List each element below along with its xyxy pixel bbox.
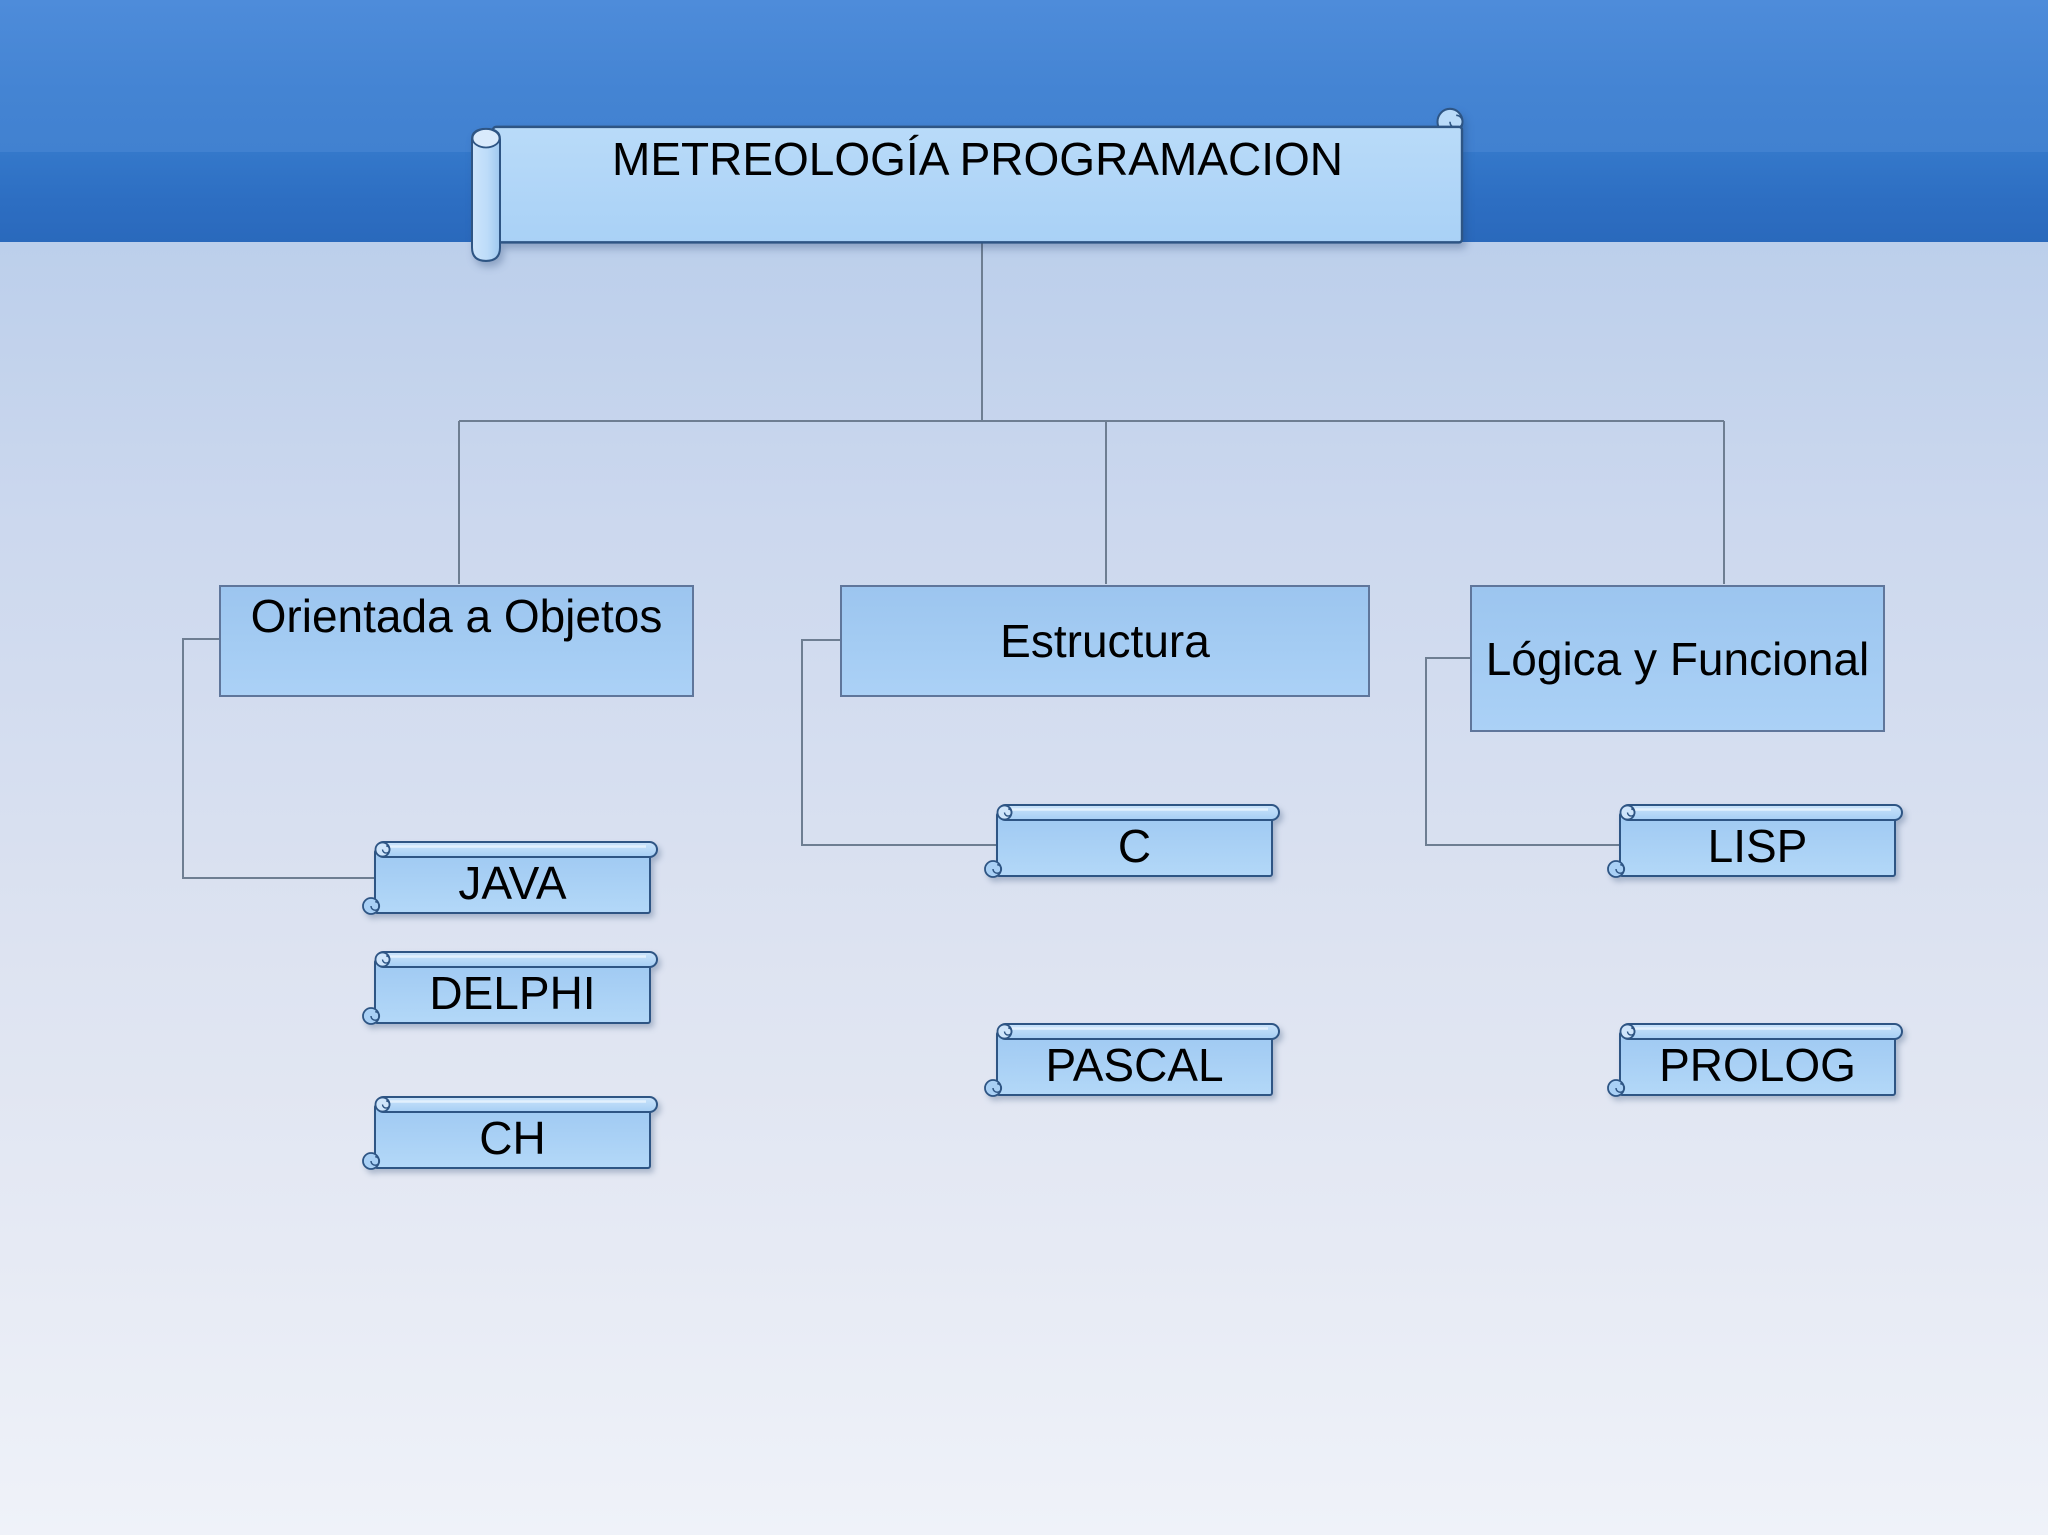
node-delphi: DELPHI xyxy=(360,947,660,1029)
category-label: Estructura xyxy=(1000,615,1210,667)
node-java: JAVA xyxy=(360,837,660,919)
node-label: JAVA xyxy=(458,857,567,909)
category-box-logica-y-funcional: Lógica y Funcional xyxy=(1470,585,1885,732)
node-prolog: PROLOG xyxy=(1605,1019,1905,1101)
node-label: LISP xyxy=(1707,820,1808,872)
node-ch: CH xyxy=(360,1092,660,1174)
node-label: CH xyxy=(479,1112,546,1164)
category-box-orientada-a-objetos: Orientada a Objetos xyxy=(219,585,694,697)
node-pascal: PASCAL xyxy=(982,1019,1282,1101)
category-box-estructura: Estructura xyxy=(840,585,1370,697)
node-label: PROLOG xyxy=(1659,1039,1856,1091)
background-canvas xyxy=(0,242,2048,1535)
category-label: Lógica y Funcional xyxy=(1485,632,1870,685)
node-root: METREOLOGÍA PROGRAMACION xyxy=(470,98,1470,263)
node-label: DELPHI xyxy=(429,967,596,1019)
node-label: PASCAL xyxy=(1045,1039,1224,1091)
node-label: C xyxy=(1117,820,1152,872)
node-lisp: LISP xyxy=(1605,800,1905,882)
node-c: C xyxy=(982,800,1282,882)
root-title: METREOLOGÍA PROGRAMACION xyxy=(612,133,1343,185)
category-label: Orientada a Objetos xyxy=(250,590,663,642)
